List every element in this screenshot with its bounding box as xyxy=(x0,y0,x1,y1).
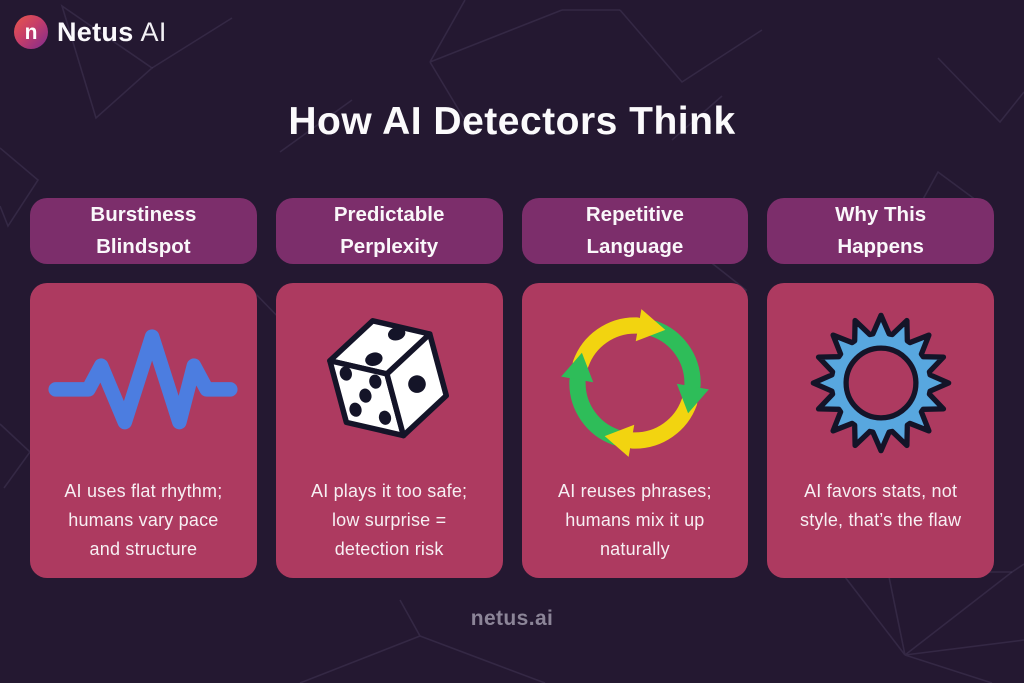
card-text-perplexity: AI plays it too safe; low surprise = det… xyxy=(311,477,467,564)
header-line: Burstiness xyxy=(90,203,197,226)
body-line: AI uses flat rhythm; xyxy=(64,481,223,501)
column-why-this-happens: Why This Happens AI favors stats, not st… xyxy=(767,198,994,578)
brand-header: n Netus AI xyxy=(0,0,1024,52)
header-pill-repetitive: Repetitive Language xyxy=(521,198,749,264)
footer-site-label: netus.ai xyxy=(470,607,554,630)
brand-name-light: AI xyxy=(140,16,167,47)
header-line: Happens xyxy=(837,235,924,258)
header-pill-burstiness: Burstiness Blindspot xyxy=(30,198,257,264)
card-text-why: AI favors stats, not style, that’s the f… xyxy=(800,477,961,535)
body-line: humans vary pace xyxy=(68,510,219,530)
card-text-repetitive: AI reuses phrases; humans mix it up natu… xyxy=(558,477,712,564)
header-line: Predictable xyxy=(333,203,445,226)
header-line: Perplexity xyxy=(340,235,439,258)
header-line: Why This xyxy=(835,203,927,226)
card-why: AI favors stats, not style, that’s the f… xyxy=(767,283,994,578)
logo-letter: n xyxy=(24,20,38,44)
header-line: Repetitive xyxy=(585,203,684,226)
page-title: How AI Detectors Think xyxy=(288,100,736,143)
dice-icon xyxy=(307,289,472,477)
column-repetitive-language: Repetitive Language xyxy=(521,198,749,578)
card-repetitive: AI reuses phrases; humans mix it up natu… xyxy=(521,283,749,578)
card-perplexity: AI plays it too safe; low surprise = det… xyxy=(275,283,503,578)
gear-icon xyxy=(807,289,955,477)
body-line: humans mix it up xyxy=(565,510,705,530)
header-pill-perplexity: Predictable Perplexity xyxy=(275,198,503,264)
cycle-arrows-icon xyxy=(559,289,711,477)
header-pill-why: Why This Happens xyxy=(767,198,994,264)
body-line: and structure xyxy=(89,539,198,559)
header-line: Language xyxy=(586,235,684,258)
body-line: style, that’s the flaw xyxy=(800,510,962,530)
brand-name-bold: Netus xyxy=(57,16,134,47)
netus-logo-icon: n xyxy=(14,15,48,49)
column-predictable-perplexity: Predictable Perplexity xyxy=(275,198,503,578)
column-burstiness-blindspot: Burstiness Blindspot AI uses flat rhythm… xyxy=(30,198,257,578)
card-text-burstiness: AI uses flat rhythm; humans vary pace an… xyxy=(64,477,222,564)
body-line: low surprise = xyxy=(331,510,447,530)
body-line: naturally xyxy=(599,539,670,559)
header-line: Blindspot xyxy=(96,235,191,258)
waveform-icon xyxy=(43,289,243,477)
columns-container: Burstiness Blindspot AI uses flat rhythm… xyxy=(0,198,1024,578)
brand-name: Netus AI xyxy=(57,17,167,48)
card-burstiness: AI uses flat rhythm; humans vary pace an… xyxy=(30,283,257,578)
body-line: AI plays it too safe; xyxy=(310,481,468,501)
body-line: detection risk xyxy=(334,539,444,559)
body-line: AI favors stats, not xyxy=(804,481,958,501)
body-line: AI reuses phrases; xyxy=(558,481,712,501)
